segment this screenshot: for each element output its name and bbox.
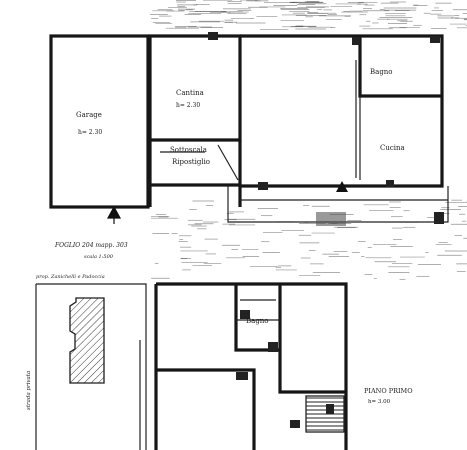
garage-entrance-arrow	[106, 205, 122, 224]
piano-label: PIANO PRIMO	[364, 387, 413, 395]
cantina-height: h= 2.30	[176, 102, 200, 109]
neighbour-lot	[35, 283, 147, 450]
foglio-note: FOGLIO 204 mapp. 303	[54, 242, 128, 249]
upper-plan: Garage h= 2.30 Cantina h= 2.30 Sottoscal…	[49, 32, 449, 226]
sottoscala-label: Sottoscala	[170, 146, 207, 154]
cantina-walls	[148, 34, 242, 142]
strada-label: strada privata	[26, 371, 32, 410]
first-floor-walls	[154, 282, 348, 450]
stairs	[305, 395, 345, 433]
proprieta-note: prop. Zanichelli e Padoccia	[36, 274, 105, 280]
bagno-walls	[358, 36, 442, 98]
house-entrance-arrow	[336, 181, 348, 192]
house-walls	[240, 34, 444, 188]
garage-label: Garage	[76, 111, 102, 119]
cucina-label: Cucina	[380, 144, 405, 152]
hatched-building	[69, 297, 105, 384]
bagno-upper-label: Bagno	[370, 68, 393, 76]
garage-height: h= 2.30	[78, 129, 102, 136]
scan-noise	[150, 0, 467, 280]
scala-note: scala 1:500	[84, 254, 114, 260]
lower-plan: strada privata Bagno PIANO PRIMO h= 3.00	[26, 282, 413, 450]
garage-walls	[49, 34, 150, 209]
stair-outline	[305, 395, 345, 433]
bagno-lower-label: Bagno	[246, 317, 269, 325]
cantina-label: Cantina	[176, 89, 204, 97]
ripostiglio-label: Ripostiglio	[172, 158, 210, 166]
piano-height: h= 3.00	[368, 399, 391, 405]
